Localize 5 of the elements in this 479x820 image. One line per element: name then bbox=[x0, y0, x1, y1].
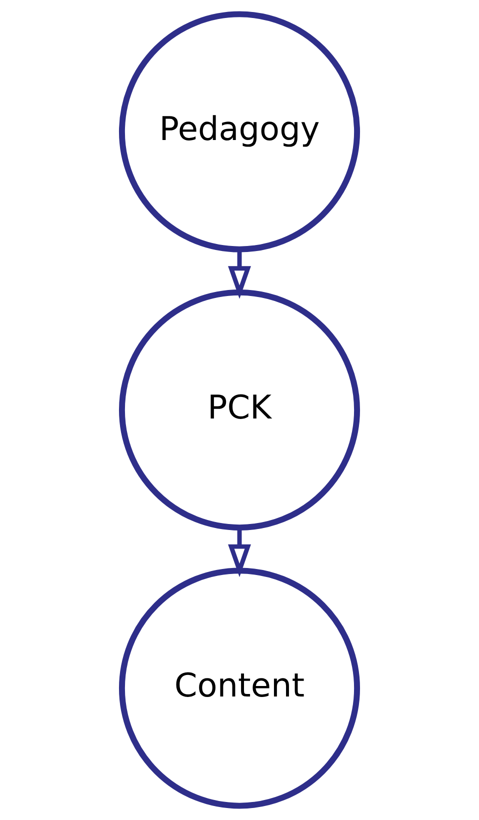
arrow bbox=[228, 528, 251, 578]
node-circle: Content bbox=[118, 568, 360, 809]
node-circle: PCK bbox=[118, 289, 360, 531]
node-circle: Pedagogy bbox=[118, 11, 360, 252]
arrow bbox=[228, 250, 251, 299]
